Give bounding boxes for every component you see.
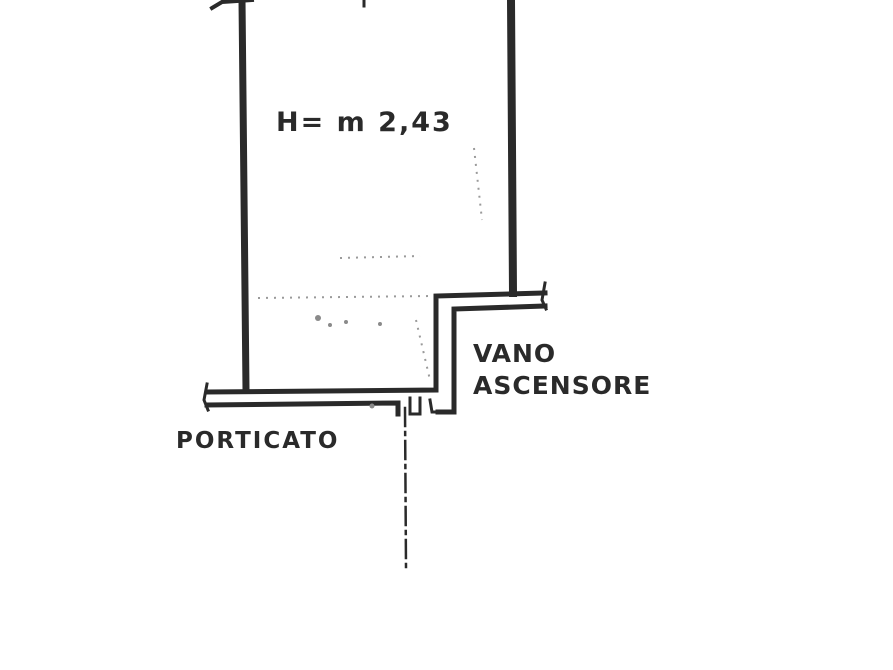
elevator-shaft-label-line1: VANO	[473, 339, 557, 368]
bottom-wall-outer	[204, 400, 401, 417]
right-wall	[506, 0, 518, 298]
room-height-label: H= m 2,43	[276, 107, 453, 138]
left-wall	[238, 0, 250, 394]
axis-line	[403, 406, 408, 570]
portico-label: PORTICATO	[176, 428, 340, 454]
elevator-shaft-wall	[435, 303, 548, 415]
elevator-shaft-label: VANO ASCENSORE	[473, 338, 651, 402]
door-jamb-detail	[408, 396, 444, 416]
elevator-shaft-label-line2: ASCENSORE	[473, 371, 652, 400]
bottom-wall-inner	[204, 290, 548, 395]
top-corner-tick	[209, 0, 255, 11]
